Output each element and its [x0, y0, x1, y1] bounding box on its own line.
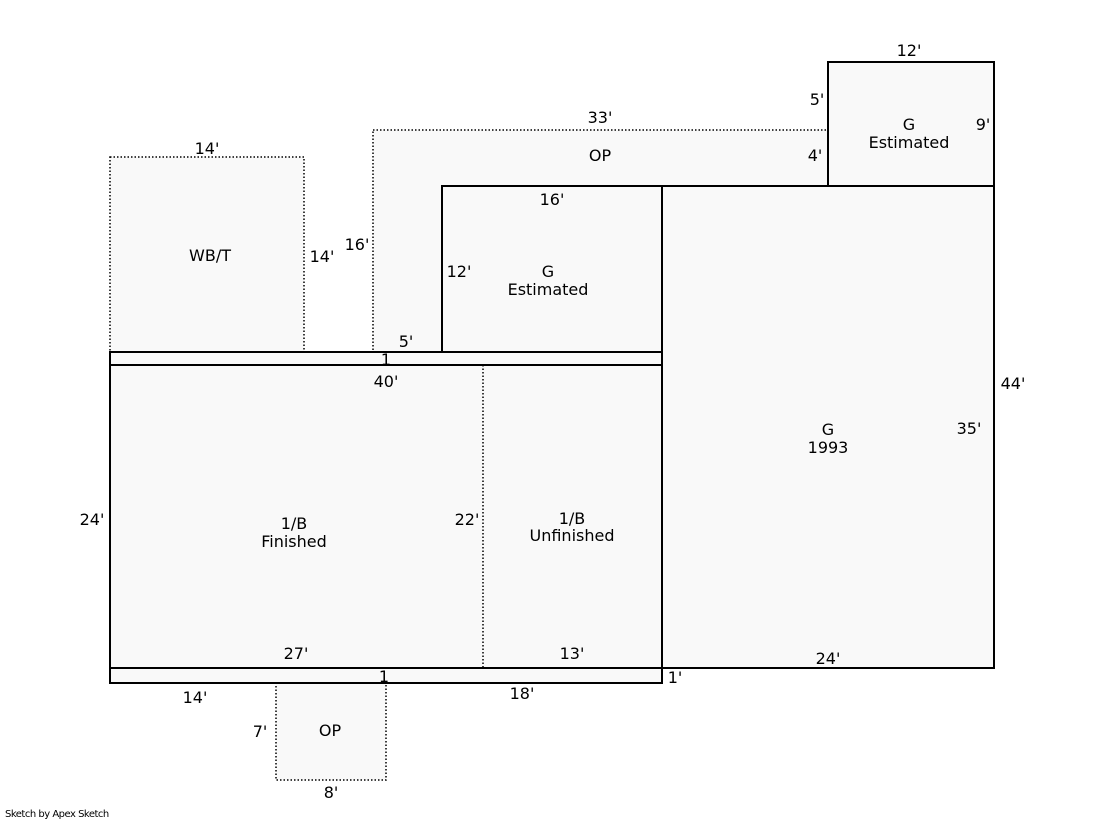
op-top-right-lower-dim: 4': [808, 146, 823, 165]
garage-1993-bottom-dim: 24': [816, 649, 841, 668]
bottom-strip-end-dim: 1': [668, 668, 683, 687]
garage-1993-line2: 1993: [808, 438, 849, 457]
op-top-top-dim: 33': [588, 108, 613, 127]
garage-est-mid-top-dim: 16': [540, 190, 565, 209]
sketch-credit: Sketch by Apex Sketch: [5, 809, 109, 820]
garage-estimated-top-area: [827, 61, 995, 187]
basement-finished-line2: Finished: [261, 532, 327, 551]
basement-left-dim: 24': [80, 510, 105, 529]
basement-unfinished-bottom-dim: 13': [560, 644, 585, 663]
op-bottom-label: OP: [319, 721, 342, 740]
basement-area: [109, 364, 663, 669]
garage-est-mid-line1: G: [542, 262, 554, 281]
bottom-strip-area: [109, 667, 663, 684]
garage-1993-inner-dim: 35': [957, 419, 982, 438]
bottom-strip-label: 1: [379, 667, 389, 686]
op-bottom-left-dim: 7': [253, 722, 268, 741]
top-strip-label: 1: [381, 350, 391, 369]
basement-divider-dim: 22': [455, 510, 480, 529]
basement-unfinished-line2: Unfinished: [530, 526, 615, 545]
wbt-right-dim: 14': [310, 247, 335, 266]
garage-est-mid-left-dim: 12': [447, 262, 472, 281]
basement-finished-line1: 1/B: [281, 514, 308, 533]
garage-est-top-top-dim: 12': [897, 41, 922, 60]
op-top-bottom-dim: 5': [399, 332, 414, 351]
garage-est-top-right-dim: 9': [976, 115, 991, 134]
basement-unfinished-line1: 1/B: [559, 509, 586, 528]
op-top-right-upper-dim: 5': [810, 90, 825, 109]
basement-top-dim: 40': [374, 372, 399, 391]
op-top-label: OP: [589, 146, 612, 165]
wbt-top-dim: 14': [195, 139, 220, 158]
bottom-strip-left-dim: 14': [183, 688, 208, 707]
op-top-left-dim: 16': [345, 235, 370, 254]
garage-1993-line1: G: [822, 420, 834, 439]
open-porch-bottom-area: [275, 682, 387, 781]
basement-finished-bottom-dim: 27': [284, 644, 309, 663]
garage-est-top-line1: G: [903, 115, 915, 134]
wbt-area: [109, 156, 305, 353]
garage-est-mid-line2: Estimated: [508, 280, 589, 299]
garage-1993-outer-dim: 44': [1001, 374, 1026, 393]
op-bottom-bottom-dim: 8': [324, 783, 339, 802]
wbt-label: WB/T: [189, 246, 231, 265]
bottom-strip-right-dim: 18': [510, 684, 535, 703]
garage-est-top-line2: Estimated: [869, 133, 950, 152]
garage-1993-area: [661, 185, 995, 669]
